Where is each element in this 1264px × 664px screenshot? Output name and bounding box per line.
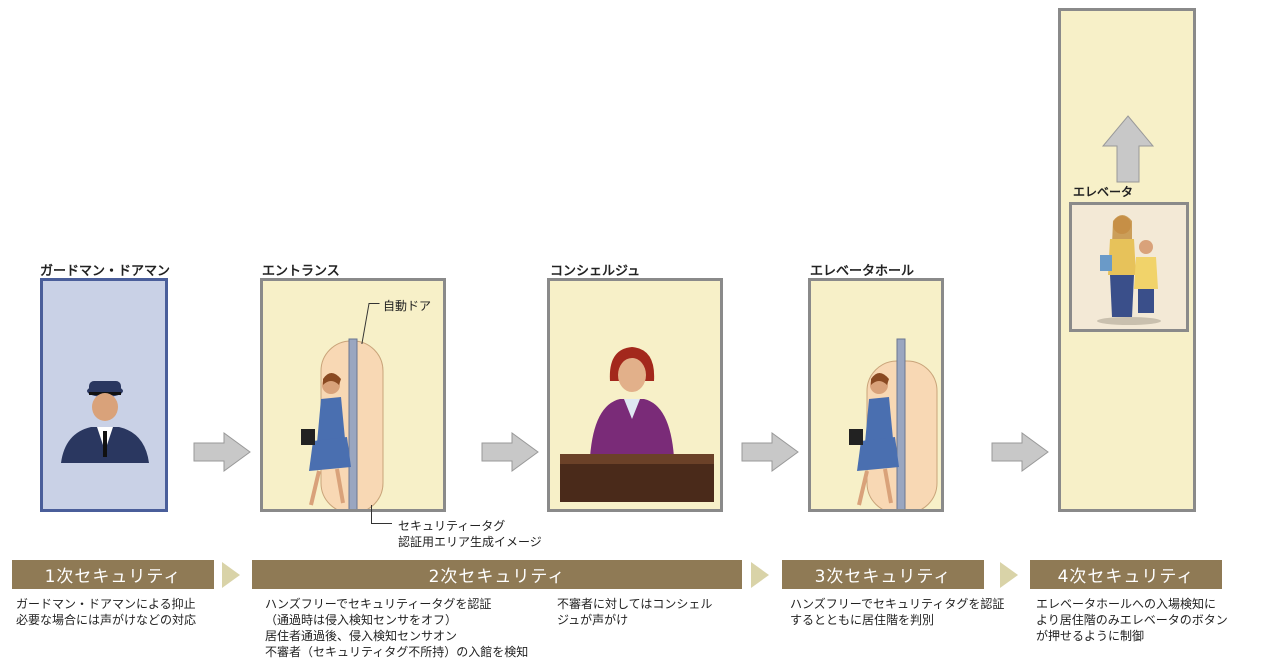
flow-arrow-icon (741, 432, 799, 472)
elevator-hall-panel (808, 278, 944, 514)
entrance-label: エントランス (262, 264, 340, 279)
elevator-label: エレベータ (1073, 185, 1134, 199)
up-arrow-icon (1101, 115, 1155, 183)
description-line: 居住者通過後、侵入検知センサオン (265, 629, 458, 643)
tag-leader-line (371, 505, 392, 524)
band-chevron-icon (1000, 562, 1018, 588)
entrance-panel (260, 278, 446, 514)
concierge-label: コンシェルジュ (550, 264, 641, 279)
description-line: が押せるように制御 (1036, 629, 1145, 643)
third-security-description: ハンズフリーでセキュリティタグを認証 するとともに居住階を判別 (790, 596, 1004, 628)
elevator-shaft-panel: エレベータ (1058, 8, 1196, 512)
description-line: ガードマン・ドアマンによる抑止 (16, 597, 196, 611)
description-line: 必要な場合には声がけなどの対応 (16, 613, 197, 627)
description-line: ハンズフリーでセキュリティタグを認証 (790, 597, 1005, 611)
third-security-band: 3次セキュリティ (782, 560, 984, 589)
door-label: 自動ドア (383, 299, 432, 313)
band-chevron-icon (751, 562, 769, 588)
flow-arrow-icon (991, 432, 1049, 472)
elevator-hall-illustration (849, 338, 938, 514)
description-line: （通過時は侵入検知センサをオフ） (265, 613, 458, 627)
flow-arrow-icon (481, 432, 539, 472)
tag-area-label: セキュリティータグ 認証用エリア生成イメージ (398, 518, 542, 550)
tag-label-line-1: セキュリティータグ (398, 519, 506, 533)
elevator-hall-label: エレベータホール (810, 264, 915, 279)
elevator-passengers-illustration (1097, 215, 1161, 325)
first-security-band: 1次セキュリティ (12, 560, 214, 589)
description-line: 不審者（セキュリティタグ不所持）の入館を検知 (265, 645, 529, 659)
fourth-security-band: 4次セキュリティ (1030, 560, 1222, 589)
fourth-security-description: エレベータホールへの入場検知に より居住階のみエレベータのボタン が押せるように… (1036, 596, 1228, 644)
second-security-description-b: 不審者に対してはコンシェル ジュが声がけ (557, 596, 712, 628)
concierge-illustration (560, 347, 714, 502)
description-line: ジュが声がけ (557, 613, 629, 627)
description-line: より居住階のみエレベータのボタン (1036, 613, 1228, 627)
concierge-panel (547, 278, 723, 512)
first-security-description: ガードマン・ドアマンによる抑止 必要な場合には声がけなどの対応 (16, 596, 196, 628)
entrance-illustration (301, 338, 384, 514)
guard-illustration (61, 381, 149, 463)
flow-arrow-icon (193, 432, 251, 472)
description-line: ハンズフリーでセキュリティータグを認証 (265, 597, 492, 611)
guard-panel (40, 278, 168, 512)
second-security-band: 2次セキュリティ (252, 560, 742, 589)
second-security-description-a: ハンズフリーでセキュリティータグを認証 （通過時は侵入検知センサをオフ） 居住者… (265, 596, 528, 660)
description-line: エレベータホールへの入場検知に (1036, 597, 1217, 611)
band-chevron-icon (222, 562, 240, 588)
description-line: するとともに居住階を判別 (790, 613, 935, 627)
guard-label: ガードマン・ドアマン (40, 264, 171, 279)
description-line: 不審者に対してはコンシェル (557, 597, 713, 611)
tag-label-line-2: 認証用エリア生成イメージ (398, 535, 542, 549)
elevator-car (1069, 202, 1189, 332)
